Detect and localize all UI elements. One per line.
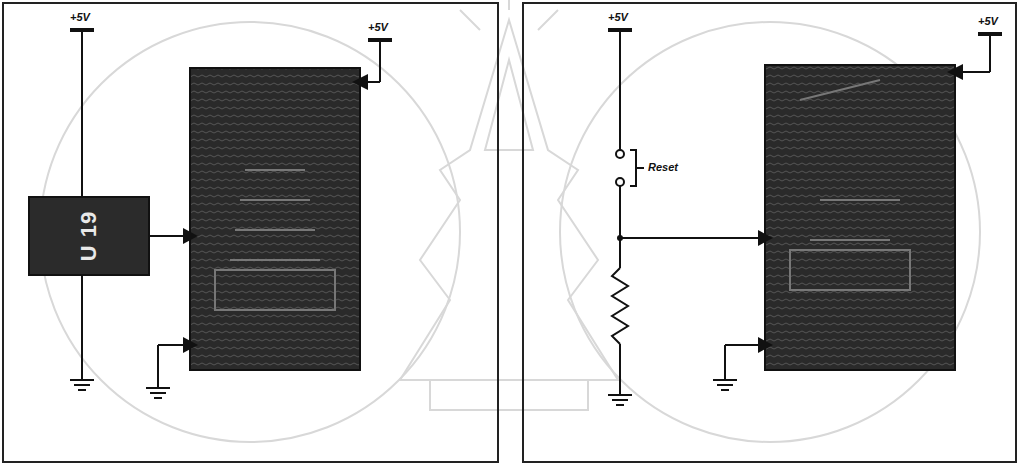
chip-board [758,64,963,370]
supply-label: +5V [70,12,90,23]
chip-board [183,68,368,370]
pushbutton-switch [616,150,644,186]
supply-label: +5V [978,16,998,27]
switch-label: Reset [648,162,678,173]
panel-frame [3,3,498,462]
supply-label: +5V [368,22,388,33]
ic-box: U 19 [28,196,150,276]
part-label: U 19 [76,211,102,261]
ground-symbol [70,380,737,405]
supply-label: +5V [608,12,628,23]
junction-dot [617,235,623,241]
wires [70,30,1002,395]
panel-frame [523,3,1016,462]
watermark [40,0,980,442]
